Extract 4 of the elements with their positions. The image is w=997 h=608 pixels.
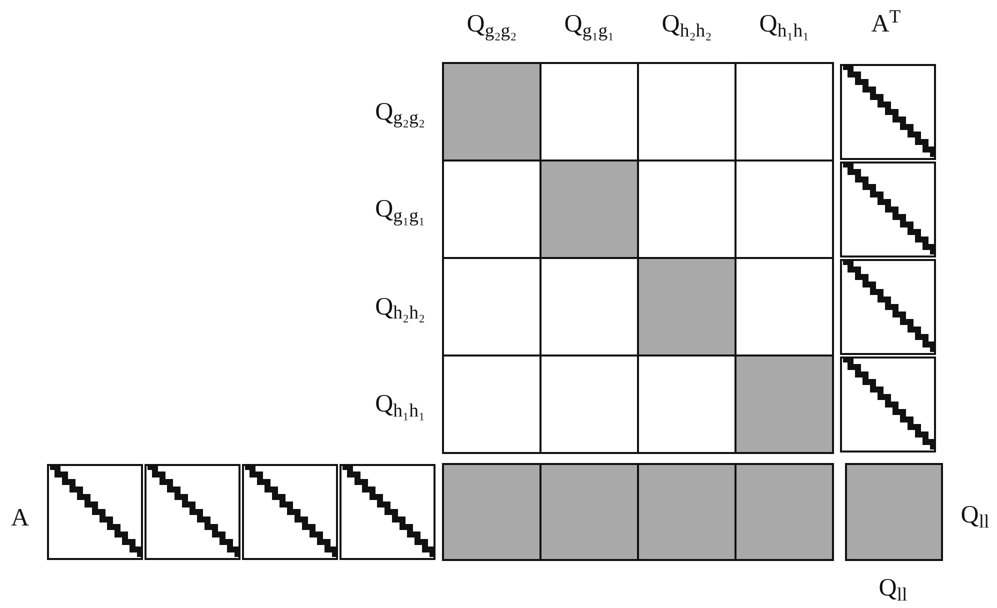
matrix-label: Q$_{ll}$ [960,502,990,528]
matrix-label: Q$_{ll}$ [878,576,908,600]
matrix-label: A$^{T}$ [871,12,901,36]
matrix-label: A [10,506,30,530]
